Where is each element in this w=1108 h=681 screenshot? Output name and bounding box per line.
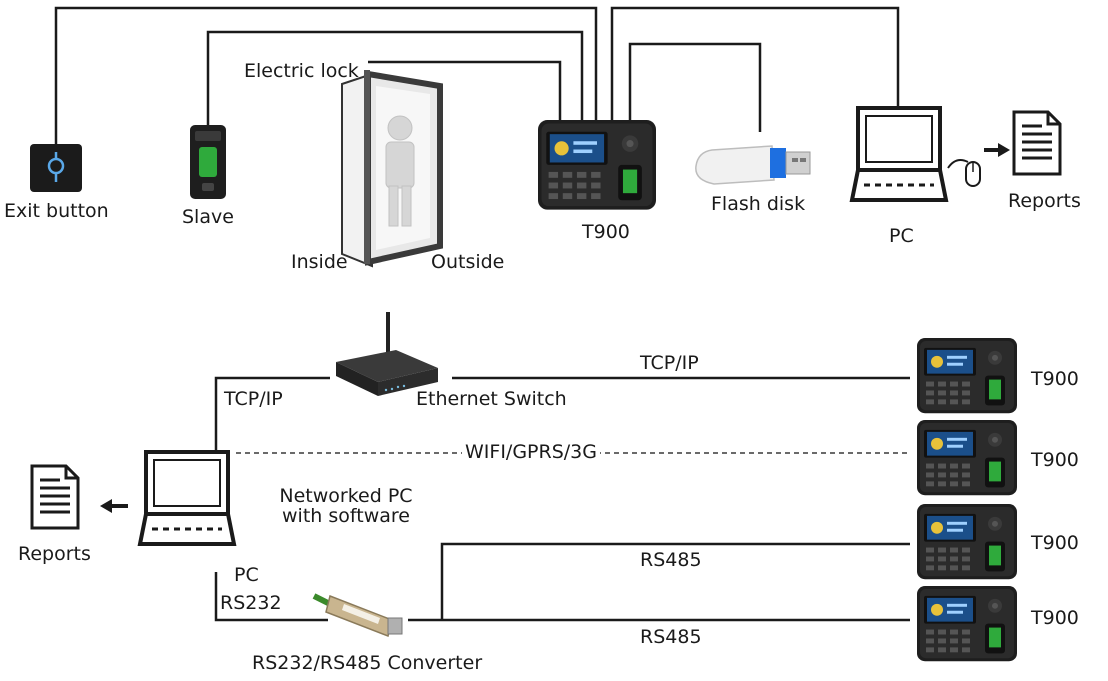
- t900-label-3: T900: [1031, 532, 1079, 554]
- slave-label: Slave: [182, 206, 234, 228]
- rs232-rs485-converter-icon: [312, 593, 403, 638]
- rs232-label: RS232: [220, 592, 282, 614]
- t900-device-icon-4: [917, 586, 1017, 662]
- t900-label-2: T900: [1031, 449, 1079, 471]
- rs485-label-a: RS485: [640, 549, 702, 571]
- person-silhouette-icon: [385, 115, 415, 227]
- ethernet-switch-icon: [336, 312, 438, 396]
- pc-label-bottom: PC: [234, 564, 259, 586]
- reports-document-icon-bottom: [30, 464, 80, 530]
- electric-lock-label: Electric lock: [244, 60, 359, 82]
- wire-exit-button: [54, 6, 598, 148]
- wire-electric-lock: [368, 60, 562, 120]
- door-icon: [341, 70, 443, 268]
- exit-button-label: Exit button: [4, 200, 109, 222]
- t900-device-icon: [538, 120, 656, 210]
- mouse-icon: [947, 159, 981, 187]
- reports-label: Reports: [1008, 190, 1081, 212]
- t900-device-icon-2: [917, 420, 1017, 496]
- arrow-right-icon: [984, 143, 1010, 157]
- flash-disk-icon: [695, 145, 811, 185]
- wire-rs485-to-t900-3: [440, 542, 910, 620]
- pc-label: PC: [889, 225, 914, 247]
- reports-document-icon: [1012, 110, 1062, 176]
- reports-label-bottom: Reports: [18, 543, 91, 565]
- bottom-wiring: [214, 376, 910, 622]
- inside-label: Inside: [291, 251, 348, 273]
- converter-label: RS232/RS485 Converter: [252, 652, 483, 674]
- t900-label-1: T900: [1031, 368, 1079, 390]
- flash-disk-label: Flash disk: [711, 193, 806, 215]
- outside-label: Outside: [431, 251, 505, 273]
- t900-device-icon-1: [917, 338, 1017, 414]
- rs485-label-b: RS485: [640, 626, 702, 648]
- exit-button-icon: [30, 144, 82, 192]
- top-wiring: [54, 6, 900, 148]
- t900-device-icon-3: [917, 504, 1017, 580]
- tcpip-line-label: TCP/IP: [640, 352, 699, 374]
- t900-label: T900: [582, 221, 630, 243]
- ethernet-switch-label: Ethernet Switch: [416, 388, 567, 410]
- networked-pc-icon: [138, 450, 236, 546]
- t900-label-4: T900: [1031, 607, 1079, 629]
- wireless-line-label: WIFI/GPRS/3G: [462, 443, 600, 462]
- wire-pc-to-converter: [214, 572, 328, 622]
- networked-pc-label-line2: with software: [282, 505, 410, 527]
- tcpip-left-label: TCP/IP: [224, 388, 283, 410]
- wire-pc-to-switch: [214, 376, 330, 450]
- networked-pc-label-line1: Networked PC: [279, 485, 413, 507]
- pc-icon: [850, 106, 948, 202]
- wire-flash-disk: [628, 42, 762, 132]
- wire-pc: [610, 6, 900, 120]
- slave-reader-icon: [190, 125, 226, 199]
- arrow-left-icon: [100, 499, 128, 513]
- wire-slave: [206, 30, 584, 125]
